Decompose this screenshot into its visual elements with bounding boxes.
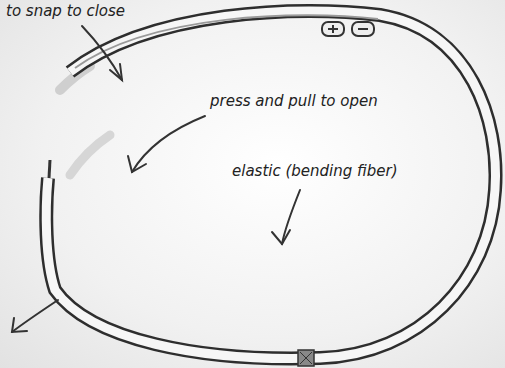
leader-arrow <box>132 116 205 172</box>
plus-button <box>332 25 334 33</box>
ghost-end <box>70 135 110 175</box>
callout-label: press and pull to open <box>210 92 378 110</box>
callout-label: elastic (bending fiber) <box>232 162 398 180</box>
callout-label: to snap to close <box>6 2 125 20</box>
snap-pin <box>49 160 50 178</box>
arrow-head <box>110 64 122 80</box>
arrow-head <box>128 156 146 172</box>
leader-arrow <box>282 190 300 244</box>
ring-highlight <box>46 11 495 358</box>
plus-button <box>322 22 344 36</box>
arrow-head <box>272 230 290 244</box>
minus-button <box>352 22 374 36</box>
elastic-segment <box>300 352 312 364</box>
minus-button <box>358 28 368 30</box>
leader-arrow <box>12 300 58 332</box>
arrow-head <box>12 318 27 332</box>
elastic-segment <box>298 350 314 366</box>
elastic-segment <box>300 352 312 364</box>
leader-arrow <box>82 26 122 80</box>
ring-outline <box>46 11 495 358</box>
ring-shade <box>75 15 378 68</box>
